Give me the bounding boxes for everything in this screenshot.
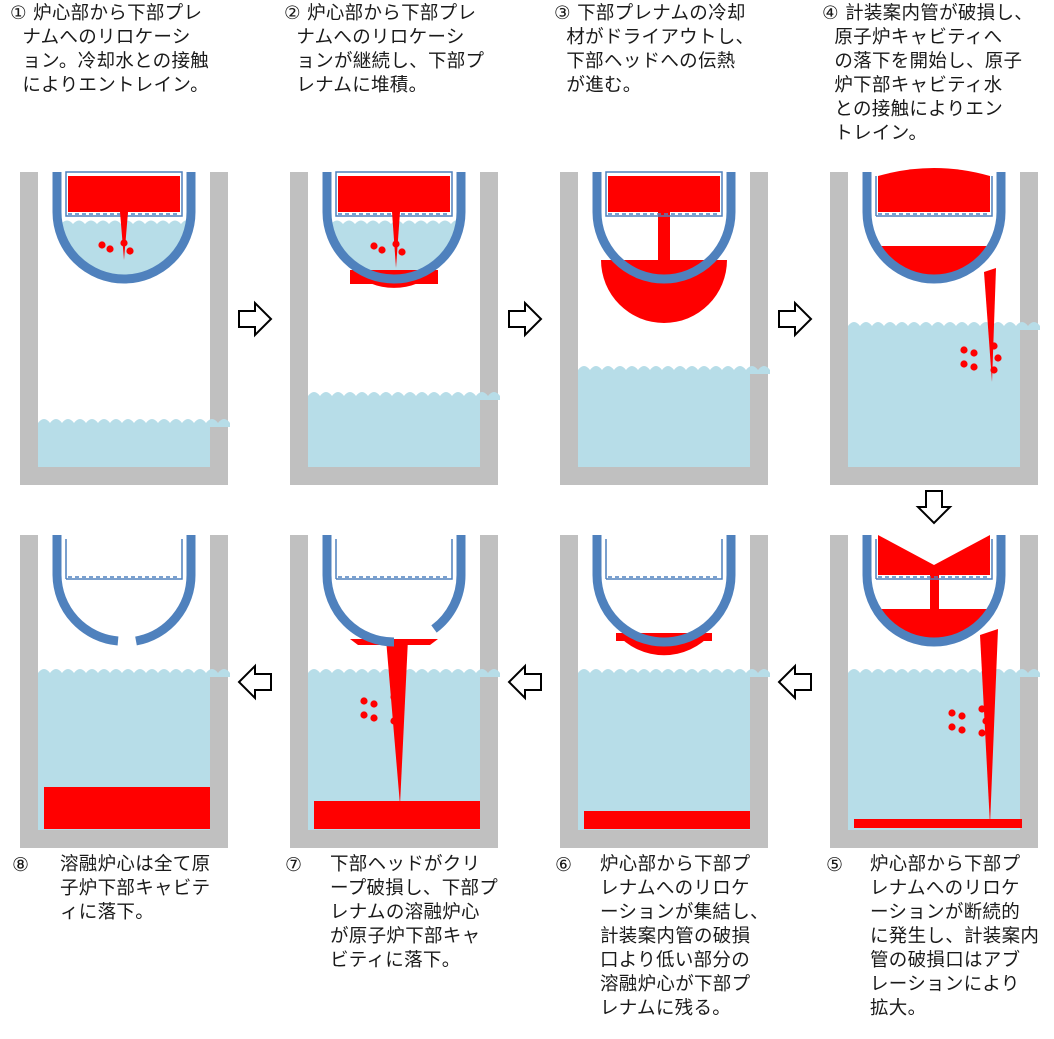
lower-plenum-debris <box>871 212 997 275</box>
cavity-water <box>38 419 230 467</box>
cavity-water <box>578 669 770 830</box>
step-2-caption: ② 炉心部から下部プレ ナムへのリロケーシ ョンが継続し、下部プ レナムに堆積。 <box>284 3 485 96</box>
cavity-debris-layer <box>854 819 1022 828</box>
step-6-number: ⑥ <box>555 854 573 876</box>
lower-plenum-debris <box>871 575 997 638</box>
corium-column <box>658 212 670 262</box>
arrow-left-icon <box>778 665 812 699</box>
core-block <box>878 168 990 212</box>
corium-jet <box>984 268 996 382</box>
arrow-left-icon <box>508 665 542 699</box>
step-6-caption: 炉心部から下部プ レナムへのリロケ ーションが集結し、 計装案内管の破損 口より… <box>600 854 769 1019</box>
corium-jet <box>120 212 128 260</box>
step-5-number: ⑤ <box>826 854 844 876</box>
core-block <box>338 176 450 212</box>
step-4-caption: ④ 計装案内管が破損し、 原子炉キャビティへ の落下を開始し、原子 炉下部キャビ… <box>822 3 1034 144</box>
step-8-number: ⑧ <box>12 854 30 876</box>
panel-step-1 <box>20 172 230 485</box>
step-7-caption: 下部ヘッドがクリ ープ破損し、下部プ レナムの溶融炉心 が原子炉下部キャ ビティ… <box>330 854 499 971</box>
panel-step-2 <box>290 172 500 485</box>
panel-step-3 <box>560 172 770 485</box>
core-block <box>68 176 180 212</box>
arrow-right-icon <box>508 302 542 336</box>
arrow-right-icon <box>238 302 272 336</box>
panel-step-5 <box>830 535 1040 848</box>
cavity-debris-layer <box>584 811 750 829</box>
arrow-right-icon <box>778 302 812 336</box>
panel-step-6 <box>560 535 770 848</box>
step-3-caption: ③ 下部プレナムの冷却 材がドライアウトし、 下部ヘッドへの伝熱 が進む。 <box>554 3 755 96</box>
corium-jet <box>980 629 998 825</box>
core-block <box>608 176 720 212</box>
core-block <box>878 535 990 575</box>
cavity-water <box>578 366 770 467</box>
cavity-water <box>848 669 1040 830</box>
panel-step-8 <box>20 535 230 848</box>
cavity-debris-layer <box>44 787 210 829</box>
arrow-down-icon <box>917 490 951 524</box>
step-5-caption: 炉心部から下部プ レナムへのリロケ ーションが断続的 に発生し、計装案内 管の破… <box>870 854 1040 1019</box>
corium-column <box>930 575 939 611</box>
corium-jet <box>392 212 400 268</box>
cavity-debris-layer <box>314 801 480 829</box>
step-8-caption: 溶融炉心は全て原 子炉下部キャビテ ィに落下。 <box>60 854 211 923</box>
panel-step-4 <box>830 168 1040 485</box>
lower-plenum-debris <box>616 633 712 641</box>
arrow-left-icon <box>238 665 272 699</box>
cavity-water <box>848 322 1040 467</box>
cavity-water <box>308 392 500 467</box>
step-7-number: ⑦ <box>285 854 303 876</box>
step-1-caption: ① 炉心部から下部プレ ナムへのリロケーシ ョン。冷却水との接触 によりエントレ… <box>10 3 210 96</box>
panel-step-7 <box>290 535 500 848</box>
